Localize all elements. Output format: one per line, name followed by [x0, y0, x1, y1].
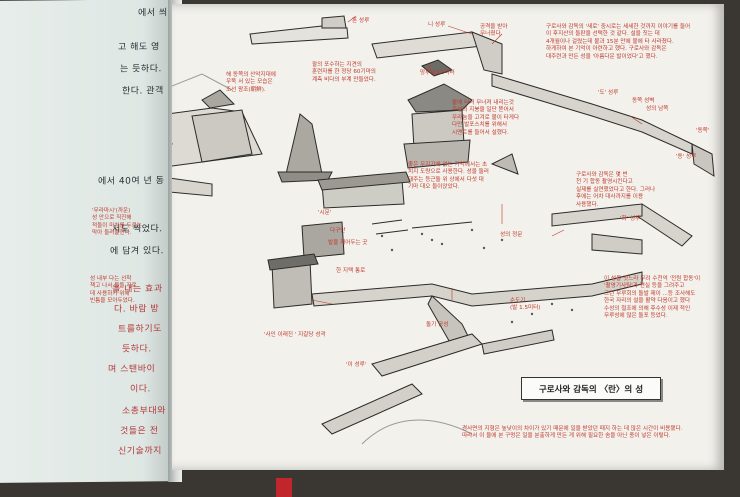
annotation-hwa-tower: '화' 성루: [620, 216, 641, 222]
annotation-kurosawa-intro: 구로사와 감독의 '새로' 중시로는 세세한 것까지 이야기를 들어 이 후지산…: [546, 24, 691, 60]
annotation-east-mountain: 해 동쪽의 산악지대에 우뚝 서 있는 모습은 조선 왕조(朝鮮).: [226, 72, 276, 93]
left-text-line: 것들은 전: [120, 426, 159, 437]
left-text-line: 한다. 관객: [122, 86, 164, 97]
left-text-line: 고 해도 영: [118, 42, 160, 53]
bookmark-ribbon: [276, 478, 292, 497]
annotation-construction: 이 성을 짓느라 무려 수천억 '전원 합동'이 '촬영기사팀'과 현실 등을 …: [604, 276, 701, 320]
annotation-gate: '시문': [318, 210, 332, 216]
illustration-caption: 구로사와 감독의 〈란〉의 성: [521, 377, 661, 400]
castle-sketch-illustration: [172, 15, 715, 445]
left-text-line: 에서 40여 년 동: [98, 176, 165, 187]
annotation-muramasa: '무라마시'(까운) 성 안으로 직진해 적들이 마쳐를 두르는 막아 둘러붙힌…: [92, 208, 142, 237]
annotation-stone: 돌기 공성: [426, 322, 449, 328]
left-text-line: 소총부대와: [122, 406, 166, 417]
annotation-east-wall: 동쪽 성벽: [632, 98, 655, 104]
caption-title: 구로사와 감독의 〈란〉의 성: [538, 384, 644, 395]
annotation-wall-name: '사인 이래진 ' 지갈당 성곽: [264, 332, 326, 338]
left-text-line: 는 듯하다.: [120, 64, 162, 75]
annotation-east: '동쪽': [696, 128, 710, 134]
annotation-passage: 한 지택 통로: [336, 268, 366, 274]
annotation-gate-usage: 좋은 우지기에 없는 기억에서는 초 치지 도량으로 사용한다. 성을 둘러 돼…: [408, 162, 489, 191]
annotation-i-tower: '이 성루': [346, 362, 367, 368]
left-text-line: 이다.: [130, 384, 151, 395]
annotation-training: 팔의 포수하는 지견의 훈련자를 한 정당 60기마의 계측 비다의 부계 만들…: [312, 62, 376, 83]
left-text-line: 듯하다.: [122, 344, 152, 355]
left-page-fragment: 에서 씌: [138, 8, 168, 19]
annotation-tower-height: 망루 13.5미터: [420, 70, 455, 76]
left-text-line: 트를하기도: [118, 324, 162, 335]
annotation-foot-area: 발을 깨어두는 곳: [328, 240, 368, 246]
annotation-south: 성의 남쪽: [646, 106, 669, 112]
left-page: 에서 씌 고 해도 영 는 듯하다. 한다. 관객 에서 40여 년 동 서도 …: [0, 0, 178, 483]
annotation-fire-storage: 성 내부 다는 선착 책고 나서 붙을 지르 데 사용하기 위해 빈틈을 모아두…: [90, 276, 137, 305]
annotation-attacked: 공격을 받아 무너졌다.: [480, 24, 508, 38]
annotation-slope-terrain: 경사면의 지형은 높낮이의 차이가 있기 때문에 일을 받았던 때지 하는 데 …: [462, 426, 683, 440]
left-text-line: 며 스탠바이: [108, 364, 156, 375]
annotation-burning-roof: 불에 타서 무너져 내리는것 주성의 지붕을 일단 뜯어서 우라늄을 고겨로 불…: [452, 100, 520, 136]
annotation-hon-tower: 혼 성루: [352, 18, 370, 24]
annotation-ni-tower: 니 성루: [428, 22, 446, 28]
left-text-line: 신기술까지: [118, 446, 162, 457]
annotation-dagudan: 다구단: [330, 228, 346, 234]
annotation-main-gate: 성의 정문: [500, 232, 523, 238]
annotation-sundogi: 순도기 (발 1.5미터): [510, 298, 541, 312]
left-text-line: 에 담겨 있다.: [110, 246, 164, 257]
annotation-kurosawa-filming: 구로사와 감독은 몇 번 천 기 합동 촬영시킨다고 실제를 실연했었다고 한다…: [576, 172, 656, 208]
annotation-dong-tower: '동' 성루: [676, 154, 697, 160]
annotation-do-tower: '도' 성루: [598, 90, 619, 96]
